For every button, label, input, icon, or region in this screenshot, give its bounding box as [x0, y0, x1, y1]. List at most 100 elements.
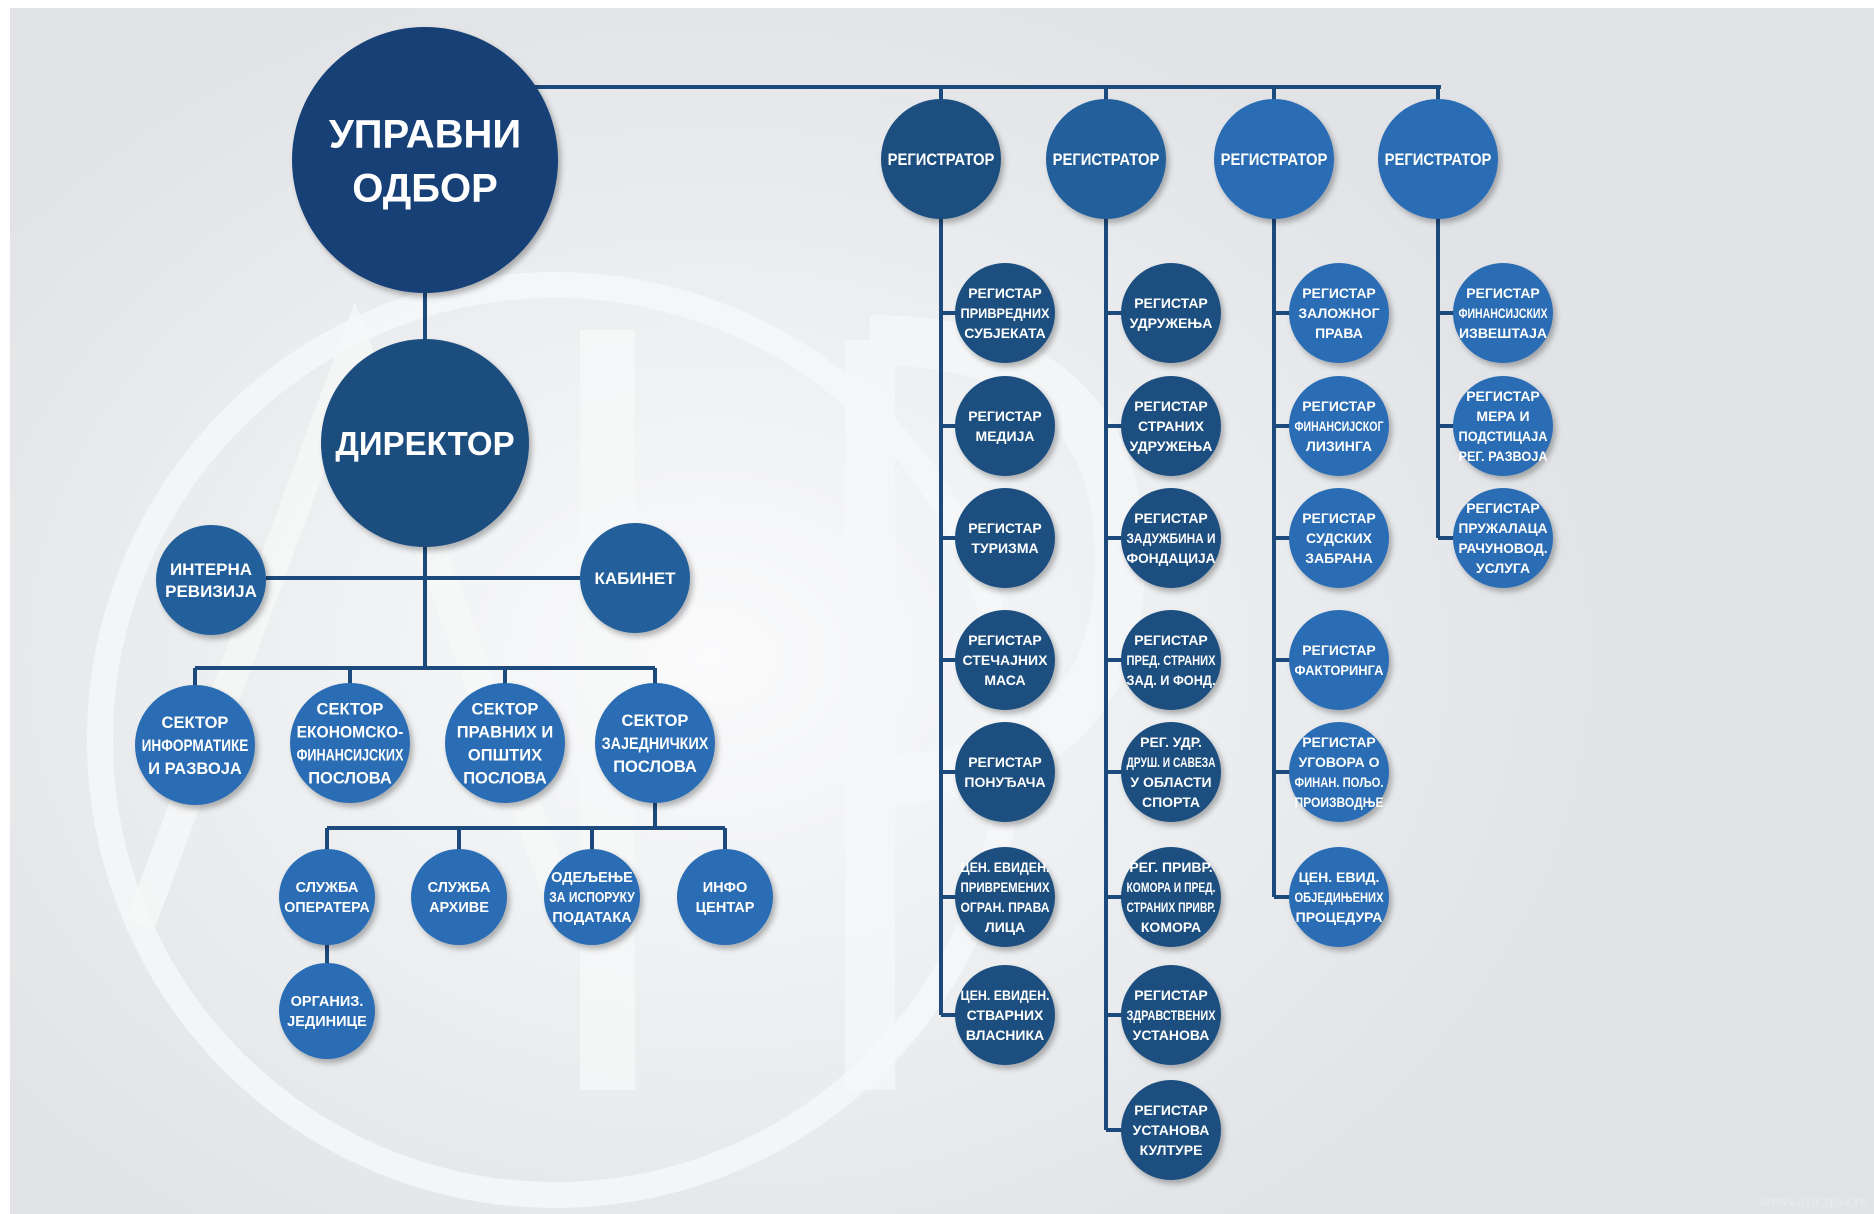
node-label-line: ПРИВРЕДНИХ [961, 305, 1051, 321]
node-label-line: ТУРИЗМА [971, 540, 1038, 556]
node-circle [1121, 488, 1221, 588]
node-label-line: ПОДСТИЦАЈА [1459, 428, 1548, 444]
node-label-line: ПРАВА [1315, 325, 1363, 341]
node-label-line: ИНФОРМАТИКЕ [142, 737, 249, 755]
node-label-line: РЕГИСТАР [1466, 388, 1540, 404]
node-label-line: ПОСЛОВА [613, 758, 697, 776]
node-label-line: РЕГИСТРАТОР [1053, 150, 1160, 169]
node-label-line: МЕРА И [1476, 408, 1529, 424]
node-label-line: КОМОРА [1141, 919, 1201, 935]
node-label-line: ПРОИЗВОДЊЕ [1295, 794, 1384, 810]
node-circle [544, 849, 640, 945]
website-footer: www.apr.gov.rs [1758, 1193, 1868, 1210]
node-label-line: ПОСЛОВА [308, 769, 392, 787]
node-label-line: ЗА ИСПОРУКУ [549, 890, 635, 906]
node-label-line: РЕГИСТАР [1302, 510, 1376, 526]
node-label-line: ЗАЈЕДНИЧКИХ [602, 735, 709, 753]
node-label-line: РЕГИСТРАТОР [888, 150, 995, 169]
node-label-line: ЗАБРАНА [1305, 550, 1372, 566]
node-label-line: СЕКТОР [622, 712, 689, 730]
node-label-line: РЕВИЗИЈА [165, 582, 257, 601]
node-label-line: РЕГИСТАР [1134, 398, 1208, 414]
node-r4-2: РЕГИСТАР МЕРА И ПОДСТИЦАЈА РЕГ. РАЗВОЈА [1453, 376, 1553, 476]
node-label-line: СТЕЧАЈНИХ [963, 652, 1049, 668]
node-label-line: ПОДАТАКА [552, 910, 632, 926]
node-label-line: ИНТЕРНА [170, 560, 252, 579]
node-label-line: И РАЗВОЈА [148, 760, 242, 778]
node-circle [292, 27, 558, 293]
node-label-line: РЕГИСТАР [968, 408, 1042, 424]
node-sector-it: СЕКТОР ИНФОРМАТИКЕ И РАЗВОЈА [135, 685, 255, 805]
node-label-line: ЗАДУЖБИНА И [1127, 530, 1216, 546]
node-circle [1378, 99, 1498, 219]
node-circle [1453, 263, 1553, 363]
node-label-line: РЕГИСТАР [1134, 1102, 1208, 1118]
node-label-line: ЦЕН. ЕВИД. [1299, 869, 1380, 885]
node-label-line: РЕГИСТРАТОР [1221, 150, 1328, 169]
node-label-line: РЕГИСТРАТОР [1385, 150, 1492, 169]
node-svc-del: ОДЕЉЕЊЕ ЗА ИСПОРУКУ ПОДАТАКА [544, 849, 640, 945]
node-circle [1289, 488, 1389, 588]
node-label-line: АРХИВЕ [429, 900, 489, 916]
node-label-line: РЕГИСТАР [1466, 285, 1540, 301]
node-label-line: ОГРАН. ПРАВА [961, 899, 1050, 915]
node-label-line: ФАКТОРИНГА [1295, 662, 1384, 678]
node-circle [955, 376, 1055, 476]
node-label-line: ЦЕНТАР [696, 900, 755, 916]
node-label-line: СЛУЖБА [428, 880, 491, 896]
node-circle [156, 525, 266, 635]
node-label-line: ПРАВНИХ И [457, 723, 553, 741]
node-circle [955, 722, 1055, 822]
node-label-line: МЕДИЈА [976, 428, 1035, 444]
node-circle [881, 99, 1001, 219]
node-circle [1121, 263, 1221, 363]
node-label-line: УПРАВНИ [329, 112, 521, 156]
node-label-line: ОДБОР [352, 166, 498, 210]
node-circle [1453, 376, 1553, 476]
node-label-line: РАЧУНОВОД. [1459, 540, 1548, 556]
node-circle [1453, 488, 1553, 588]
node-label-line: РЕГ. РАЗВОЈА [1459, 448, 1548, 464]
node-label-line: ИНФО [703, 880, 748, 896]
node-r2-6: РЕГ. ПРИВР.КОМОРА И ПРЕД.СТРАНИХ ПРИВР.К… [1121, 847, 1221, 947]
node-reg1: РЕГИСТРАТОР [881, 99, 1001, 219]
node-svc-org: ОРГАНИЗ.ЈЕДИНИЦЕ [279, 963, 375, 1059]
node-label-line: РЕГИСТАР [1302, 398, 1376, 414]
node-director: ДИРЕКТОР [321, 339, 529, 547]
node-label-line: ОБЈЕДИЊЕНИХ [1295, 889, 1385, 905]
node-circle [955, 965, 1055, 1065]
node-circle [1121, 965, 1221, 1065]
node-label-line: РЕГИСТАР [1466, 500, 1540, 516]
node-label-line: ПОНУЂАЧА [964, 774, 1045, 790]
node-label-line: СЛУЖБА [296, 880, 359, 896]
node-label-line: РЕГИСТАР [1134, 632, 1208, 648]
node-circle [955, 488, 1055, 588]
node-board: УПРАВНИ ОДБОР [292, 27, 558, 293]
node-label-line: ФОНДАЦИЈА [1127, 550, 1216, 566]
node-label-line: СЕКТОР [162, 714, 229, 732]
node-sector-com: СЕКТОР ЗАЈЕДНИЧКИХ ПОСЛОВА [595, 683, 715, 803]
node-circle [677, 849, 773, 945]
node-label-line: РЕГИСТАР [968, 754, 1042, 770]
node-circle [1121, 376, 1221, 476]
node-circle [445, 683, 565, 803]
node-label-line: У ОБЛАСТИ [1130, 774, 1211, 790]
node-circle [321, 339, 529, 547]
node-circle [595, 683, 715, 803]
node-label-line: КУЛТУРЕ [1140, 1142, 1203, 1158]
node-label-line: ДРУШ. И САВЕЗА [1127, 754, 1216, 770]
node-label-line: ОДЕЉЕЊЕ [551, 870, 633, 886]
node-label-line: ЦЕН. ЕВИДЕН. [961, 859, 1050, 875]
node-label-line: РЕГ. ПРИВР. [1129, 859, 1212, 875]
